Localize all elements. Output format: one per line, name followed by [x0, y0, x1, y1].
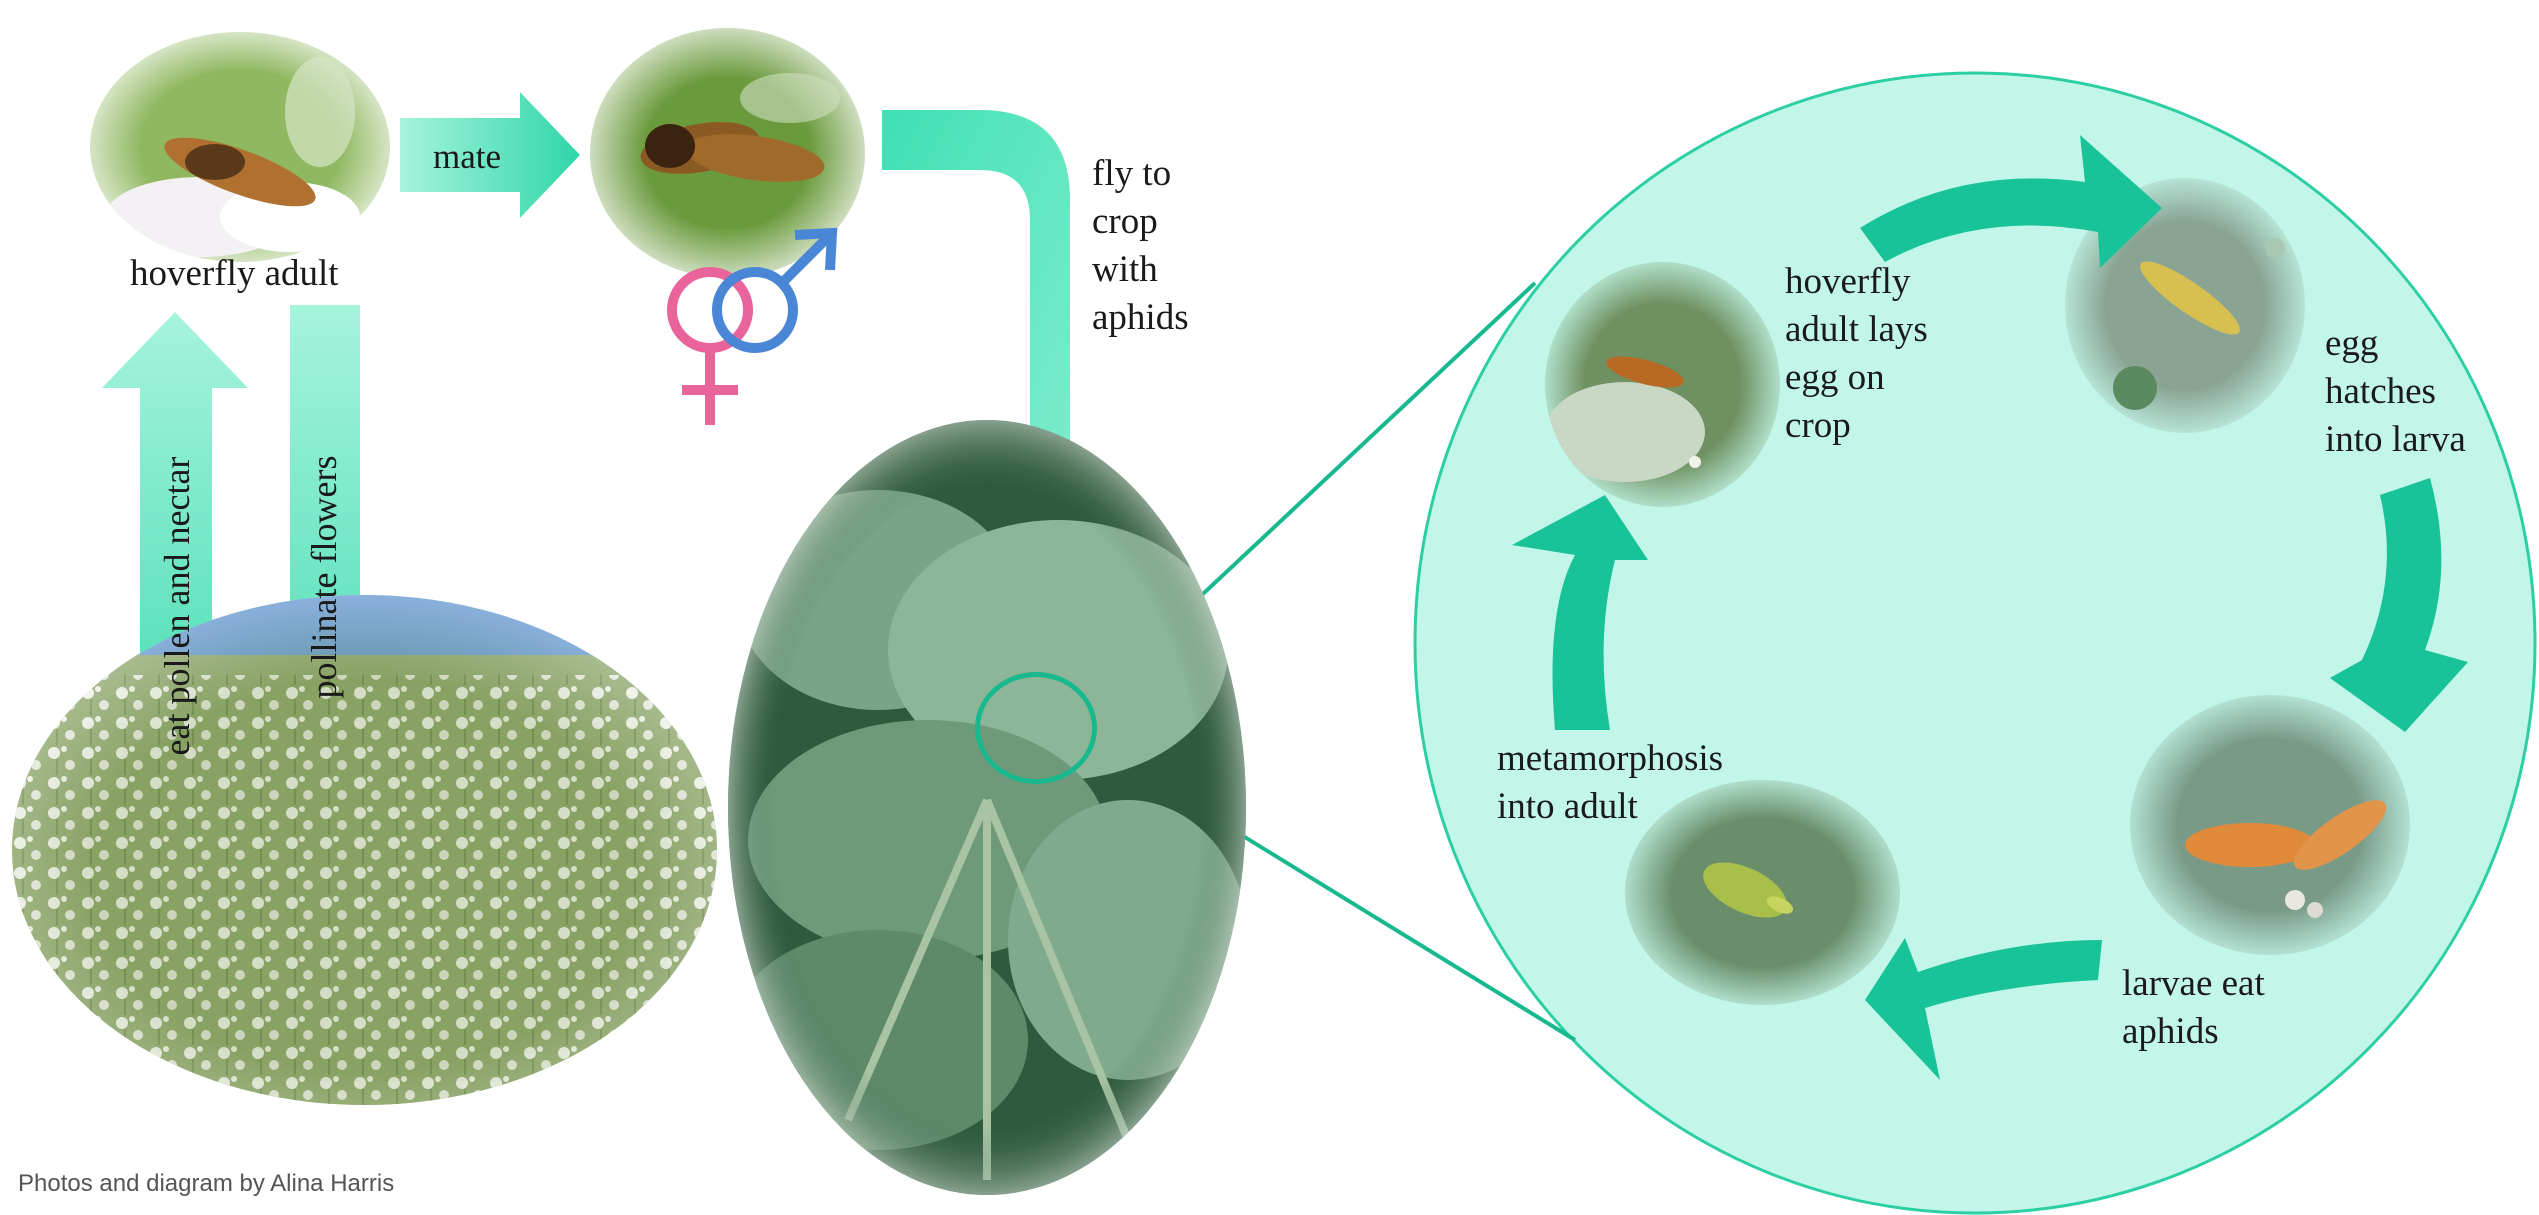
hoverfly-adult-label: hoverfly adult — [130, 250, 339, 297]
male-symbol-icon — [717, 233, 832, 348]
fly-to-crop-label: fly to crop with aphids — [1092, 150, 1189, 342]
cycle-arrow-bottom — [1865, 938, 2102, 1080]
metamorphosis-label: metamorphosis into adult — [1497, 735, 1723, 831]
lays-egg-label: hoverfly adult lays egg on crop — [1785, 258, 1928, 450]
larvae-eat-label: larvae eat aphids — [2122, 960, 2265, 1056]
mate-label: mate — [433, 135, 501, 180]
mating-symbols — [660, 225, 850, 430]
pollinate-flowers-label: pollinate flowers — [303, 427, 347, 727]
cycle-arrow-left — [1512, 495, 1648, 730]
cycle-arrow-top — [1860, 135, 2162, 268]
photo-credit: Photos and diagram by Alina Harris — [18, 1170, 394, 1198]
cycle-arrow-right — [2330, 478, 2468, 732]
hatch-label: egg hatches into larva — [2325, 320, 2466, 464]
eat-pollen-label: eat pollen and nectar — [156, 426, 200, 786]
